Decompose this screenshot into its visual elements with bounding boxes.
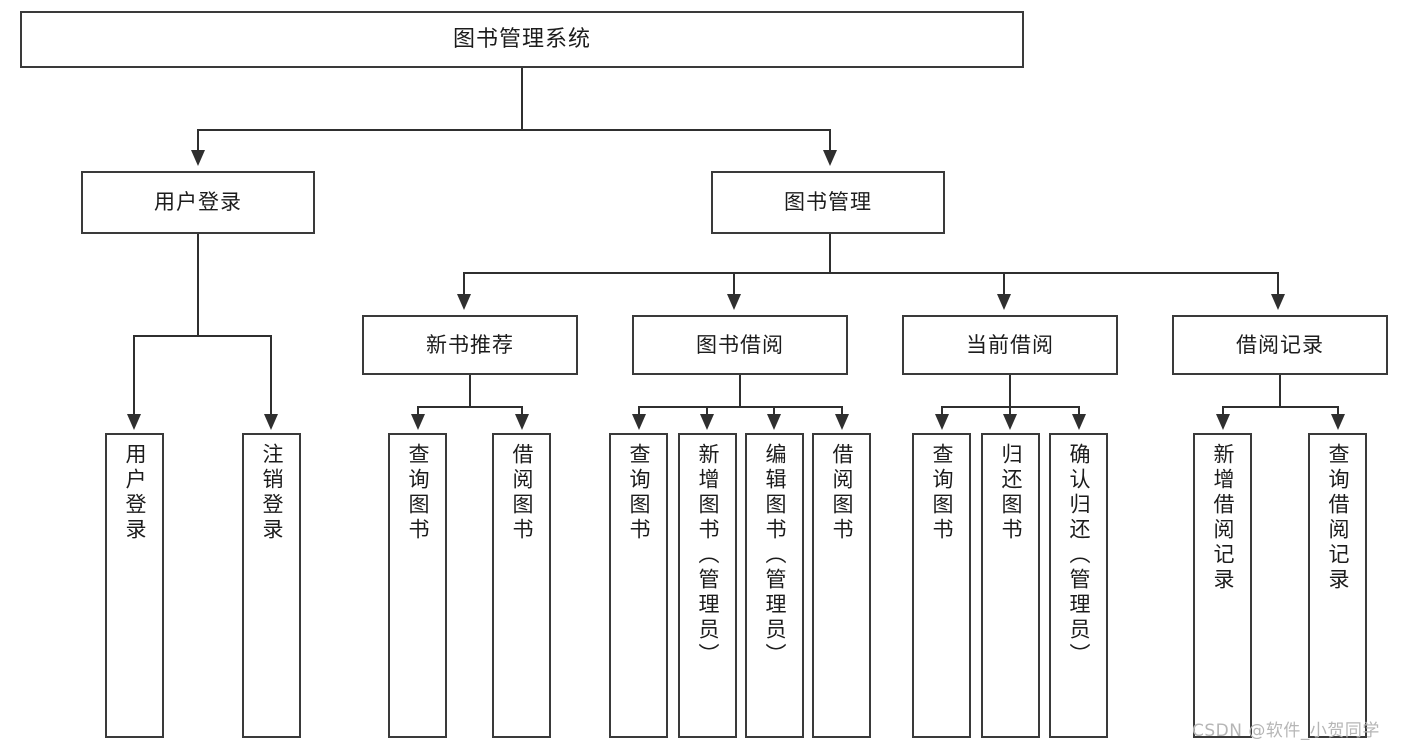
- edge-borrow-record-bar: [1222, 406, 1339, 408]
- node-leaf-book-borrow-2[interactable]: 编辑图书（管理员）: [745, 433, 804, 738]
- node-leaf-label: 新增借阅记录: [1211, 443, 1235, 593]
- edge-book-borrow-bar: [638, 406, 843, 408]
- edge-book-borrow-leaf-3: [841, 406, 843, 418]
- edge-book-borrow-leaf-0: [638, 406, 640, 418]
- node-leaf-label: 编辑图书（管理员）: [763, 443, 787, 668]
- edge-book-management-stem: [829, 234, 831, 273]
- node-leaf-label: 注销登录: [260, 443, 284, 543]
- edge-new-book-recommend-bar: [417, 406, 523, 408]
- node-book-borrow[interactable]: 图书借阅: [632, 315, 848, 375]
- arrowhead-user-login-leaf-0: [127, 414, 141, 430]
- node-leaf-borrow-record-0[interactable]: 新增借阅记录: [1193, 433, 1252, 738]
- arrowhead-current-borrow: [997, 294, 1011, 310]
- csdn-watermark: CSDN @软件_小贺同学: [1192, 721, 1380, 741]
- edge-to-new-book-recommend: [463, 272, 465, 297]
- node-leaf-current-borrow-1[interactable]: 归还图书: [981, 433, 1040, 738]
- arrowhead-borrow-record: [1271, 294, 1285, 310]
- arrowhead-user-login: [191, 150, 205, 166]
- arrowhead-new-book-recommend-leaf-1: [515, 414, 529, 430]
- node-root-label: 图书管理系统: [452, 26, 591, 52]
- node-leaf-borrow-record-1[interactable]: 查询借阅记录: [1308, 433, 1367, 738]
- node-leaf-label: 用户登录: [123, 443, 147, 543]
- arrowhead-user-login-leaf-1: [264, 414, 278, 430]
- edge-to-current-borrow: [1003, 272, 1005, 297]
- edge-borrow-record-stem: [1279, 375, 1281, 407]
- node-new-book-recommend-label: 新书推荐: [426, 332, 514, 357]
- edge-to-book-borrow: [733, 272, 735, 297]
- arrowhead-book-borrow-leaf-1: [700, 414, 714, 430]
- edge-to-book-management: [829, 129, 831, 155]
- edge-user-login-bar: [133, 335, 272, 337]
- arrowhead-book-borrow-leaf-0: [632, 414, 646, 430]
- arrowhead-book-borrow-leaf-2: [767, 414, 781, 430]
- edge-category-bar: [463, 272, 1278, 274]
- node-leaf-book-borrow-1[interactable]: 新增图书（管理员）: [678, 433, 737, 738]
- edge-book-borrow-stem: [739, 375, 741, 407]
- node-book-borrow-label: 图书借阅: [696, 332, 784, 357]
- node-leaf-user-login-1[interactable]: 注销登录: [242, 433, 301, 738]
- arrowhead-book-borrow: [727, 294, 741, 310]
- node-leaf-label: 新增图书（管理员）: [696, 443, 720, 668]
- node-book-management-label: 图书管理: [784, 190, 872, 215]
- edge-book-borrow-leaf-2: [773, 406, 775, 418]
- arrowhead-borrow-record-leaf-0: [1216, 414, 1230, 430]
- edge-new-book-recommend-stem: [469, 375, 471, 407]
- arrowhead-current-borrow-leaf-0: [935, 414, 949, 430]
- node-leaf-label: 借阅图书: [510, 443, 534, 543]
- node-user-login-label: 用户登录: [154, 190, 242, 215]
- edge-current-borrow-leaf-0: [941, 406, 943, 418]
- node-book-management[interactable]: 图书管理: [711, 171, 945, 234]
- edge-to-borrow-record: [1277, 272, 1279, 297]
- arrowhead-book-management: [823, 150, 837, 166]
- arrowhead-new-book-recommend: [457, 294, 471, 310]
- arrowhead-book-borrow-leaf-3: [835, 414, 849, 430]
- edge-borrow-record-leaf-0: [1222, 406, 1224, 418]
- edge-to-user-login: [197, 129, 199, 155]
- edge-current-borrow-leaf-2: [1078, 406, 1080, 418]
- edge-book-borrow-leaf-1: [706, 406, 708, 418]
- edge-new-book-recommend-leaf-1: [521, 406, 523, 418]
- arrowhead-borrow-record-leaf-1: [1331, 414, 1345, 430]
- edge-current-borrow-leaf-1: [1009, 406, 1011, 418]
- edge-borrow-record-leaf-1: [1337, 406, 1339, 418]
- node-leaf-label: 确认归还（管理员）: [1067, 443, 1091, 668]
- arrowhead-current-borrow-leaf-2: [1072, 414, 1086, 430]
- edge-new-book-recommend-leaf-0: [417, 406, 419, 418]
- edge-user-login-leaf-0: [133, 335, 135, 418]
- node-current-borrow-label: 当前借阅: [966, 332, 1054, 357]
- node-leaf-label: 查询借阅记录: [1326, 443, 1350, 593]
- edge-root-stem: [521, 68, 523, 130]
- edge-user-login-leaf-1: [270, 335, 272, 418]
- node-leaf-current-borrow-0[interactable]: 查询图书: [912, 433, 971, 738]
- node-leaf-new-book-recommend-0[interactable]: 查询图书: [388, 433, 447, 738]
- arrowhead-current-borrow-leaf-1: [1003, 414, 1017, 430]
- node-borrow-record-label: 借阅记录: [1236, 332, 1324, 357]
- node-leaf-label: 借阅图书: [830, 443, 854, 543]
- arrowhead-new-book-recommend-leaf-0: [411, 414, 425, 430]
- node-leaf-user-login-0[interactable]: 用户登录: [105, 433, 164, 738]
- node-leaf-current-borrow-2[interactable]: 确认归还（管理员）: [1049, 433, 1108, 738]
- node-borrow-record[interactable]: 借阅记录: [1172, 315, 1388, 375]
- edge-level1-bar: [197, 129, 831, 131]
- edge-current-borrow-stem: [1009, 375, 1011, 407]
- node-leaf-label: 归还图书: [999, 443, 1023, 543]
- node-root[interactable]: 图书管理系统: [20, 11, 1024, 68]
- node-leaf-book-borrow-3[interactable]: 借阅图书: [812, 433, 871, 738]
- node-leaf-label: 查询图书: [627, 443, 651, 543]
- node-leaf-book-borrow-0[interactable]: 查询图书: [609, 433, 668, 738]
- node-user-login[interactable]: 用户登录: [81, 171, 315, 234]
- node-current-borrow[interactable]: 当前借阅: [902, 315, 1118, 375]
- node-leaf-label: 查询图书: [406, 443, 430, 543]
- edge-user-login-stem: [197, 234, 199, 336]
- node-new-book-recommend[interactable]: 新书推荐: [362, 315, 578, 375]
- node-leaf-new-book-recommend-1[interactable]: 借阅图书: [492, 433, 551, 738]
- node-leaf-label: 查询图书: [930, 443, 954, 543]
